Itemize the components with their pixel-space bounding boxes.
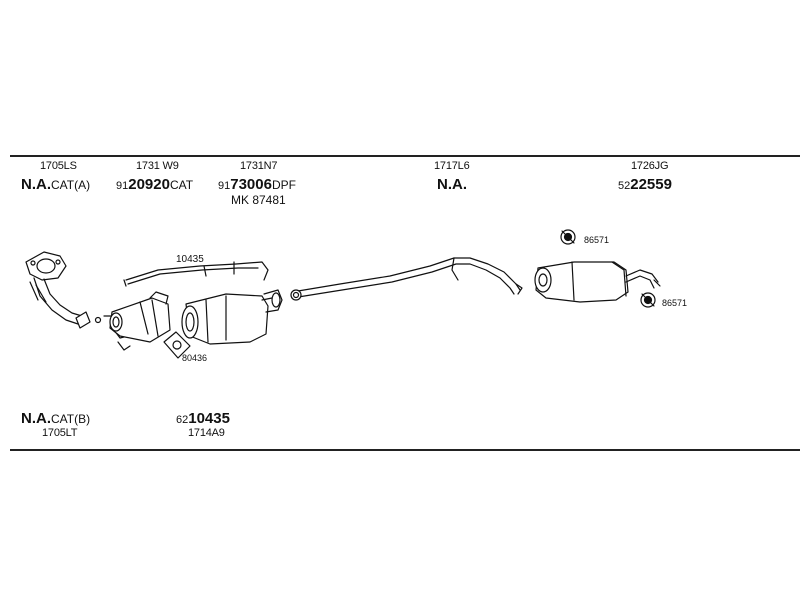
part-number-cat: 9120920CAT xyxy=(116,177,193,192)
bottom-rule xyxy=(10,449,800,451)
hanger-top xyxy=(560,229,576,245)
gasket xyxy=(163,331,191,359)
catalyst xyxy=(109,291,171,343)
part-suffix: DPF xyxy=(271,178,296,192)
part-number-cat-b: N.A.CAT(B) xyxy=(21,411,90,426)
part-main: 73006 xyxy=(230,176,272,193)
part-prefix: 52 xyxy=(618,180,631,192)
part-suffix: CAT(A) xyxy=(51,178,91,192)
part-main: 20920 xyxy=(128,176,170,193)
part-number-cat-a: N.A.CAT(A) xyxy=(21,177,90,192)
part-number-dpf: 9173006DPF xyxy=(218,177,296,192)
part-number-heat-shield: 6210435 xyxy=(176,411,230,426)
front-pipe-flange xyxy=(25,251,91,329)
code-1717l6: 1717L6 xyxy=(434,160,470,172)
part-suffix: CAT xyxy=(169,178,194,192)
code-1731w9: 1731 W9 xyxy=(136,160,179,172)
part-main: N.A. xyxy=(21,410,51,427)
callout-gasket: 80436 xyxy=(182,353,208,363)
part-main: 10435 xyxy=(188,410,230,427)
part-main: N.A. xyxy=(21,176,51,193)
callout-hanger-top: 86571 xyxy=(584,235,610,245)
part-number-rear-silencer: 5222559 xyxy=(618,177,672,192)
code-1726jg: 1726JG xyxy=(631,160,669,172)
code-1714a9: 1714A9 xyxy=(188,427,225,439)
part-prefix: 91 xyxy=(116,180,129,192)
callout-heat-shield: 10435 xyxy=(176,254,204,265)
callout-hanger-bottom: 86571 xyxy=(662,298,688,308)
code-1705ls: 1705LS xyxy=(40,160,77,172)
heat-shield xyxy=(123,261,269,287)
dpf xyxy=(181,289,283,345)
part-suffix: CAT(B) xyxy=(51,412,91,426)
top-rule xyxy=(10,155,800,157)
middle-pipe xyxy=(290,257,523,301)
hanger-bottom xyxy=(640,292,656,308)
code-1731n7: 1731N7 xyxy=(240,160,278,172)
part-main: N.A. xyxy=(437,176,467,193)
part-main: 22559 xyxy=(630,176,672,193)
part-prefix: 91 xyxy=(218,180,231,192)
part-number-middle-pipe: N.A. xyxy=(437,177,467,192)
part-prefix: 62 xyxy=(176,414,189,426)
kit-number: MK 87481 xyxy=(231,193,286,207)
code-1705lt: 1705LT xyxy=(42,427,78,439)
rear-silencer xyxy=(534,261,661,303)
